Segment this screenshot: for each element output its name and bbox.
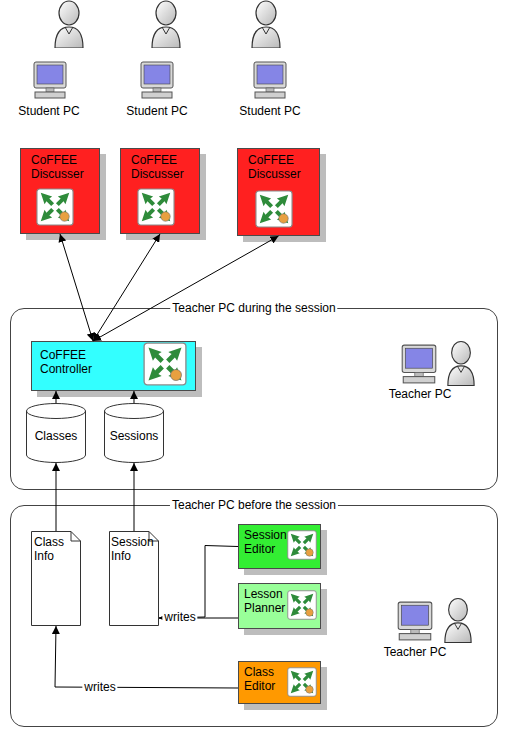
document-page bbox=[32, 532, 81, 626]
database-cylinder: Sessions bbox=[104, 403, 164, 463]
coffee-logo bbox=[144, 343, 186, 385]
coffee-logo bbox=[37, 189, 73, 225]
node-label: Session Editor bbox=[244, 528, 294, 556]
computer-icon bbox=[402, 345, 436, 383]
coffee-logo bbox=[256, 191, 292, 227]
connector-arrow bbox=[56, 463, 57, 531]
computer-icon bbox=[254, 62, 286, 98]
client-box: CoFFEE Discusser bbox=[237, 148, 320, 236]
device-label: Teacher PC bbox=[389, 387, 452, 401]
student-figure bbox=[152, 1, 180, 48]
database-cylinder: Classes bbox=[26, 403, 86, 463]
node-label: CoFFEE Controller bbox=[40, 348, 120, 376]
machine-group: Teacher PC during the sessionCoFFEE Cont… bbox=[10, 308, 498, 490]
node-label: Classes bbox=[26, 429, 86, 443]
coffee-logo bbox=[288, 668, 317, 697]
file-document: Session Info bbox=[109, 531, 159, 626]
device-label: Student PC bbox=[18, 104, 79, 118]
connector-arrow bbox=[93, 234, 160, 341]
tool-box: Lesson Planner bbox=[238, 583, 321, 629]
document-page bbox=[110, 532, 159, 626]
coffee-logo bbox=[288, 591, 317, 620]
connector-arrow bbox=[60, 234, 93, 341]
connector-arrow bbox=[159, 618, 238, 619]
connector-arrow bbox=[159, 546, 238, 619]
cylinder-rim bbox=[105, 411, 164, 419]
cylinder-body bbox=[105, 404, 164, 463]
file-document: Class Info bbox=[31, 531, 81, 626]
edge-label: writes bbox=[82, 680, 117, 694]
coffee-logo bbox=[288, 531, 317, 560]
node-label: Sessions bbox=[104, 429, 164, 443]
node-label: CoFFEE Discusser bbox=[131, 153, 195, 181]
coffee-logo bbox=[138, 189, 174, 225]
student-figure bbox=[55, 1, 83, 48]
computer-icon bbox=[34, 62, 66, 98]
client-box: CoFFEE Discusser bbox=[20, 148, 100, 234]
device-label: Teacher PC bbox=[384, 645, 447, 659]
connector-arrow bbox=[134, 463, 135, 531]
teacher-figure bbox=[445, 598, 471, 642]
node-label: CoFFEE Discusser bbox=[248, 153, 314, 181]
teacher-figure bbox=[448, 341, 474, 385]
computer-icon bbox=[141, 62, 173, 98]
machine-group: Teacher PC before the sessionClass InfoS… bbox=[10, 505, 498, 727]
connector-arrow bbox=[55, 626, 238, 688]
cylinder-body bbox=[27, 404, 86, 463]
connector-arrow bbox=[55, 391, 56, 403]
group-title: Teacher PC before the session bbox=[170, 498, 338, 512]
node-label: CoFFEE Discusser bbox=[31, 153, 95, 181]
connector-arrow bbox=[133, 391, 134, 403]
node-label: Class Editor bbox=[244, 665, 294, 693]
node-label: Lesson Planner bbox=[244, 587, 294, 615]
connector-arrow bbox=[93, 236, 278, 341]
document-fold bbox=[71, 532, 81, 542]
student-figure bbox=[252, 1, 280, 48]
device-label: Student PC bbox=[126, 104, 187, 118]
tool-box: Session Editor bbox=[238, 524, 321, 569]
cylinder-rim bbox=[27, 411, 86, 419]
node-label: Class Info bbox=[34, 535, 80, 563]
edge-label: writes bbox=[162, 610, 197, 624]
computer-icon bbox=[398, 602, 432, 640]
node-label: Session Info bbox=[111, 535, 158, 563]
server-box: CoFFEE Controller bbox=[31, 341, 196, 391]
group-title: Teacher PC during the session bbox=[170, 301, 337, 315]
client-box: CoFFEE Discusser bbox=[120, 148, 200, 234]
device-label: Student PC bbox=[239, 104, 300, 118]
tool-box: Class Editor bbox=[238, 661, 321, 704]
